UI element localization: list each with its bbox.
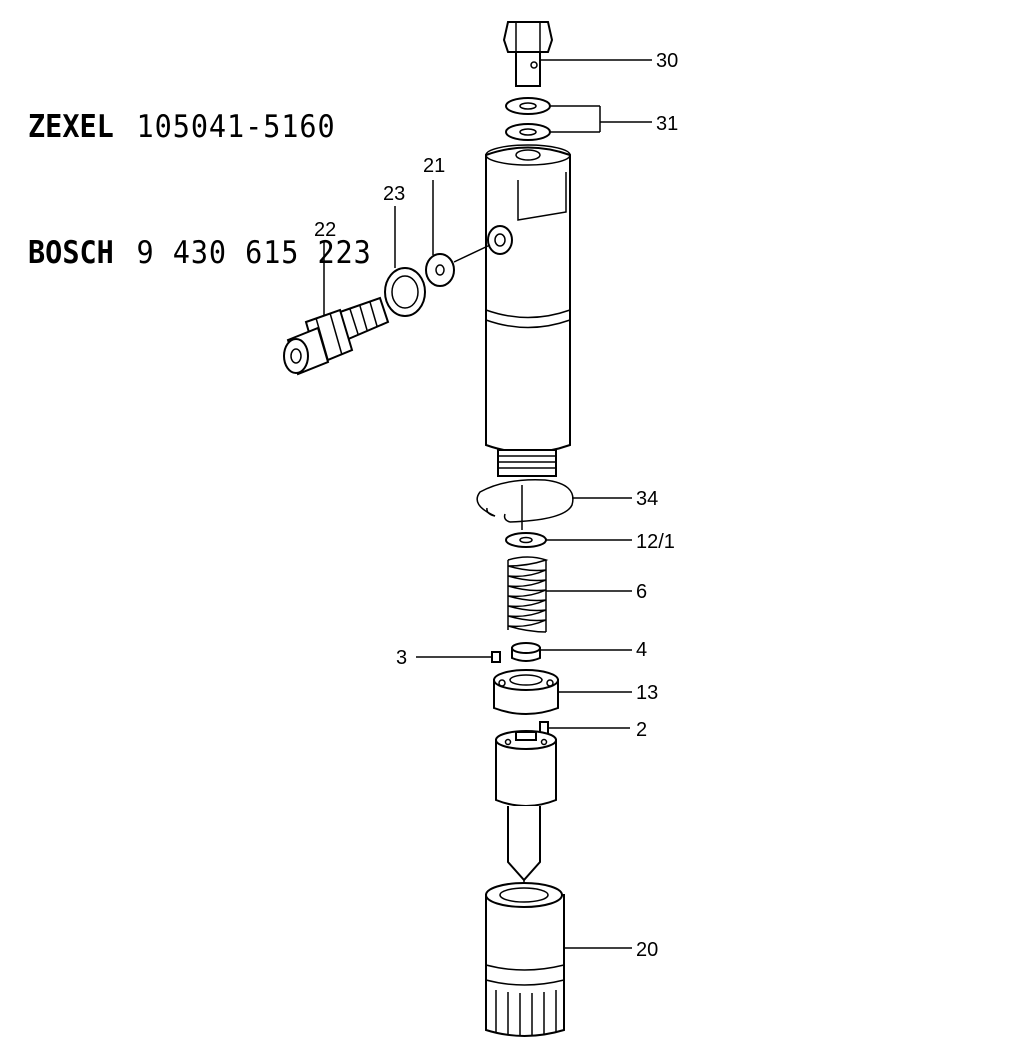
callout-23: 23: [383, 183, 405, 205]
zexel-row: ZEXEL 105041-5160: [28, 106, 372, 148]
callout-13: 13: [636, 682, 658, 704]
part-number-header: ZEXEL 105041-5160 BOSCH 9 430 615 223: [28, 22, 372, 316]
bosch-part-number: 9 430 615 223: [136, 235, 372, 271]
part-22-inlet-connector: [283, 296, 390, 376]
callout-21: 21: [423, 155, 445, 177]
part-12-1-shim: [505, 532, 547, 548]
leader-lines: [323, 59, 652, 949]
callout-34: 34: [636, 488, 658, 510]
part-4-spacer: [511, 642, 541, 662]
zexel-part-number: 105041-5160: [136, 109, 336, 145]
part-34-circlip: [476, 479, 574, 530]
callout-31: 31: [656, 113, 678, 135]
part-21-washer: [425, 244, 491, 287]
part-23-gasket: [384, 267, 426, 317]
bosch-row: BOSCH 9 430 615 223: [28, 232, 372, 274]
callout-12-1: 12/1: [636, 531, 675, 553]
callout-4: 4: [636, 639, 647, 661]
callout-6: 6: [636, 581, 647, 603]
zexel-brand: ZEXEL: [28, 109, 114, 145]
callout-2: 2: [636, 719, 647, 741]
part-31-washers: [505, 97, 551, 141]
part-13-intermediate-disc: [493, 669, 559, 715]
nozzle: [495, 730, 557, 890]
callout-30: 30: [656, 50, 678, 72]
part-20-nozzle-nut: [485, 882, 565, 1037]
injector-holder-body: [485, 144, 571, 477]
callout-20: 20: [636, 939, 658, 961]
bosch-brand: BOSCH: [28, 235, 114, 271]
part-3-pin: [491, 651, 501, 663]
callout-22: 22: [314, 219, 336, 241]
part-6-spring: [507, 556, 549, 633]
callout-3: 3: [396, 647, 407, 669]
part-30-bolt: [502, 21, 554, 87]
